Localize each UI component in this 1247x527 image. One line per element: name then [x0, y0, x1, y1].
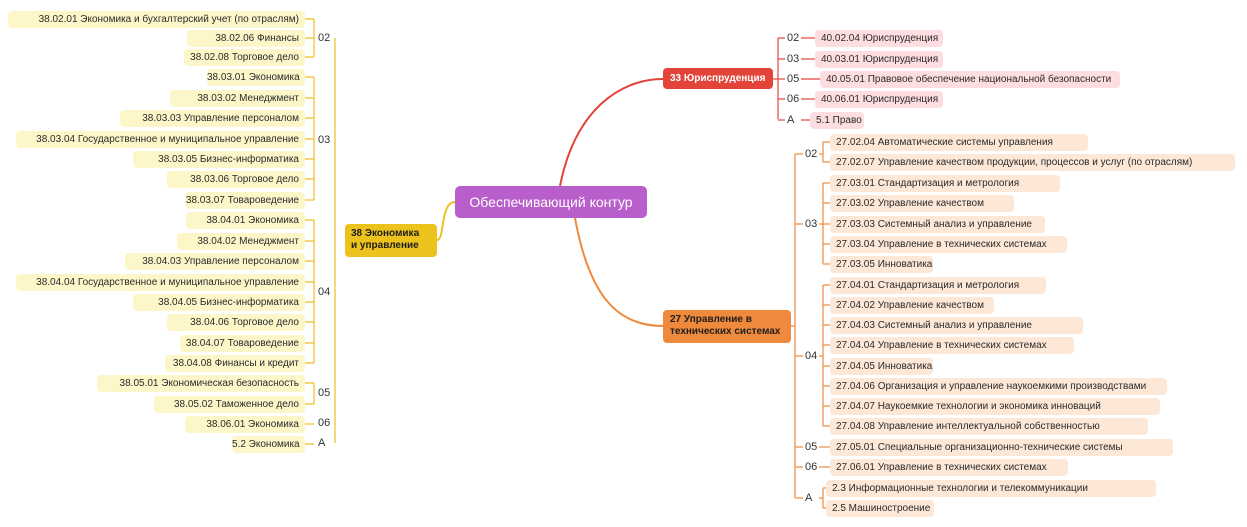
level-label-05: 05 [316, 386, 333, 400]
law-program-item[interactable]: 40.05.01 Правовое обеспечение национальн… [820, 71, 1120, 88]
economy-program-item[interactable]: 38.03.01 Экономика [207, 69, 305, 86]
economy-program-item[interactable]: 38.06.01 Экономика [185, 416, 305, 433]
level-label-02: 02 [803, 147, 820, 161]
law-program-item[interactable]: 5.1 Право [810, 112, 864, 129]
tech-program-item[interactable]: 27.03.03 Системный анализ и управление [830, 216, 1045, 233]
level-label-06: 06 [785, 92, 802, 106]
tech-program-item[interactable]: 27.05.01 Специальные организационно-техн… [830, 439, 1173, 456]
tech-program-item[interactable]: 27.02.04 Автоматические системы управлен… [830, 134, 1088, 151]
economy-program-item[interactable]: 38.05.02 Таможенное дело [154, 396, 305, 413]
economy-program-item[interactable]: 38.04.05 Бизнес-информатика [133, 294, 305, 311]
tech-program-item[interactable]: 27.04.03 Системный анализ и управление [830, 317, 1083, 334]
tech-program-item[interactable]: 27.04.05 Инноватика [830, 358, 933, 375]
tech-program-item[interactable]: 27.03.05 Инноватика [830, 256, 933, 273]
tech-program-item[interactable]: 27.04.06 Организация и управление наукое… [830, 378, 1167, 395]
economy-program-item[interactable]: 38.03.06 Торговое дело [167, 171, 305, 188]
level-label-A: A [803, 491, 815, 505]
tech-program-item[interactable]: 27.04.02 Управление качеством [830, 297, 994, 314]
economy-program-item[interactable]: 38.04.04 Государственное и муниципальное… [16, 274, 305, 291]
economy-program-item[interactable]: 38.04.06 Торговое дело [167, 314, 305, 331]
level-label-02: 02 [316, 31, 333, 45]
branch-law[interactable]: 33 Юриспруденция [663, 68, 773, 89]
economy-program-item[interactable]: 38.04.07 Товароведение [180, 335, 305, 352]
economy-program-item[interactable]: 38.04.02 Менеджмент [177, 233, 305, 250]
tech-program-item[interactable]: 2.3 Информационные технологии и телекомм… [826, 480, 1156, 497]
branch-economy[interactable]: 38 Экономика и управление [345, 224, 437, 257]
level-label-A: A [785, 113, 797, 127]
level-label-02: 02 [785, 31, 802, 45]
economy-program-item[interactable]: 38.02.08 Торговое дело [184, 49, 305, 66]
level-label-A: A [316, 436, 328, 450]
branch-tech[interactable]: 27 Управление в технических системах [663, 310, 791, 343]
economy-program-item[interactable]: 38.03.02 Менеджмент [170, 90, 305, 107]
economy-program-item[interactable]: 5.2 Экономика [232, 436, 305, 453]
tech-program-item[interactable]: 27.03.01 Стандартизация и метрология [830, 175, 1060, 192]
law-program-item[interactable]: 40.06.01 Юриспруденция [815, 91, 943, 108]
level-label-06: 06 [316, 416, 333, 430]
economy-program-item[interactable]: 38.03.05 Бизнес-информатика [133, 151, 305, 168]
economy-program-item[interactable]: 38.04.01 Экономика [186, 212, 305, 229]
level-label-04: 04 [803, 349, 820, 363]
tech-program-item[interactable]: 27.04.01 Стандартизация и метрология [830, 277, 1046, 294]
tech-program-item[interactable]: 27.06.01 Управление в технических систем… [830, 459, 1068, 476]
economy-program-item[interactable]: 38.04.03 Управление персоналом [125, 253, 305, 270]
law-program-item[interactable]: 40.03.01 Юриспруденция [815, 51, 943, 68]
tech-program-item[interactable]: 27.04.08 Управление интеллектуальной соб… [830, 418, 1148, 435]
level-label-04: 04 [316, 285, 333, 299]
tech-program-item[interactable]: 27.03.04 Управление в технических систем… [830, 236, 1067, 253]
tech-program-item[interactable]: 27.03.02 Управление качеством [830, 195, 1014, 212]
tech-program-item[interactable]: 27.04.07 Наукоемкие технологии и экономи… [830, 398, 1160, 415]
economy-program-item[interactable]: 38.02.01 Экономика и бухгалтерский учет … [8, 11, 305, 28]
central-node[interactable]: Обеспечивающий контур [455, 186, 647, 218]
economy-program-item[interactable]: 38.03.03 Управление персоналом [120, 110, 305, 127]
level-label-05: 05 [803, 440, 820, 454]
level-label-03: 03 [785, 52, 802, 66]
level-label-03: 03 [316, 133, 333, 147]
level-label-03: 03 [803, 217, 820, 231]
economy-program-item[interactable]: 38.03.07 Товароведение [185, 192, 305, 209]
tech-program-item[interactable]: 2.5 Машиностроение [826, 500, 934, 517]
level-label-05: 05 [785, 72, 802, 86]
tech-program-item[interactable]: 27.02.07 Управление качеством продукции,… [830, 154, 1235, 171]
economy-program-item[interactable]: 38.02.06 Финансы [187, 30, 305, 47]
economy-program-item[interactable]: 38.04.08 Финансы и кредит [165, 355, 305, 372]
economy-program-item[interactable]: 38.05.01 Экономическая безопасность [97, 375, 305, 392]
level-label-06: 06 [803, 460, 820, 474]
law-program-item[interactable]: 40.02.04 Юриспруденция [815, 30, 943, 47]
economy-program-item[interactable]: 38.03.04 Государственное и муниципальное… [16, 131, 305, 148]
tech-program-item[interactable]: 27.04.04 Управление в технических систем… [830, 337, 1074, 354]
